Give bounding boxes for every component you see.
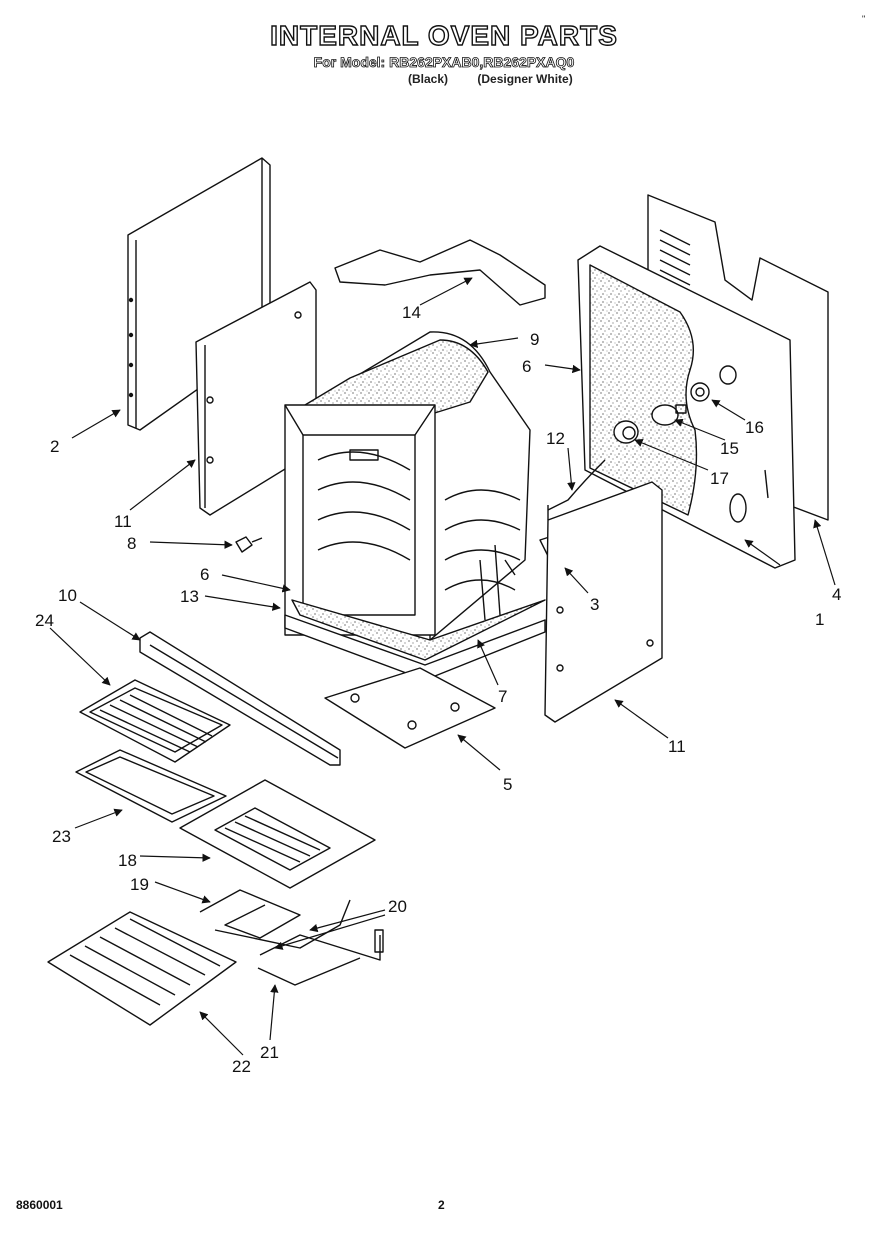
callout-8: 8 <box>127 534 136 553</box>
page-title: INTERNAL OVEN PARTS <box>269 19 618 51</box>
leader-3 <box>564 567 589 594</box>
leader-6a <box>544 364 581 374</box>
part-front-rail <box>139 631 341 766</box>
leader-10 <box>79 601 141 641</box>
part-top-duct <box>334 239 546 306</box>
model-subtitle: For Model: RB262PXAB0,RB262PXAQ0 <box>313 54 575 71</box>
part-screw <box>235 536 263 553</box>
leader-4 <box>813 519 836 586</box>
variant-designer-white: (Designer White) <box>477 72 573 86</box>
callout-1: 1 <box>815 610 824 629</box>
callout-23: 23 <box>52 827 71 846</box>
callout-14: 14 <box>402 303 421 322</box>
part-side-shield-right <box>544 481 663 723</box>
callout-24: 24 <box>35 611 54 630</box>
callout-5: 5 <box>503 775 512 794</box>
part-bottom-plate <box>324 667 496 749</box>
leader-19 <box>154 881 211 904</box>
callout-16: 16 <box>745 418 764 437</box>
part-broil-element <box>257 929 384 986</box>
callout-22: 22 <box>232 1057 251 1076</box>
part-bottom-tray <box>284 614 546 681</box>
leader-18 <box>139 853 211 862</box>
color-variants: (Black) (Designer White) <box>408 72 599 86</box>
leader-24 <box>49 627 111 686</box>
corner-mark: " <box>862 14 866 24</box>
callout-15: 15 <box>720 439 739 458</box>
leader-20b <box>274 914 386 950</box>
part-oven-rack <box>47 911 237 1026</box>
callout-6-rear: 6 <box>522 357 531 376</box>
callout-2: 2 <box>50 437 59 456</box>
page-number: 2 <box>438 1198 445 1212</box>
leader-11b <box>614 699 669 739</box>
callout-13: 13 <box>180 587 199 606</box>
callout-17: 17 <box>710 469 729 488</box>
callout-3: 3 <box>590 595 599 614</box>
leader-17 <box>634 438 709 471</box>
document-code: 8860001 <box>16 1198 63 1212</box>
leader-8 <box>149 540 233 549</box>
leader-14 <box>419 277 473 306</box>
leader-23 <box>74 808 123 829</box>
leader-6b <box>221 574 291 593</box>
leader-15 <box>674 418 726 441</box>
part-bake-element <box>199 889 351 949</box>
part-sensor <box>547 459 606 520</box>
leader-22 <box>199 1011 244 1056</box>
part-thermostat-bulb <box>479 544 516 621</box>
callout-6-bottom: 6 <box>200 565 209 584</box>
part-light-lens <box>613 420 639 444</box>
leader-16 <box>711 399 746 421</box>
callout-18: 18 <box>118 851 137 870</box>
callout-19: 19 <box>130 875 149 894</box>
callout-11-right: 11 <box>668 737 686 756</box>
callout-20: 20 <box>388 897 407 916</box>
leader-11a <box>129 459 196 511</box>
callout-10: 10 <box>58 586 77 605</box>
leader-13 <box>204 595 281 611</box>
callout-12: 12 <box>546 429 565 448</box>
part-light-bulb <box>651 404 687 426</box>
leader-7 <box>477 639 499 686</box>
part-broil-grid <box>79 679 231 763</box>
part-broil-pan <box>75 749 227 823</box>
leader-2 <box>71 409 121 439</box>
part-element-shield <box>179 779 376 889</box>
callout-11-left: 11 <box>114 512 132 531</box>
part-bottom-insulation <box>291 599 546 661</box>
leader-5 <box>457 734 501 771</box>
callout-21: 21 <box>260 1043 279 1062</box>
callout-7: 7 <box>498 687 507 706</box>
leader-21 <box>269 984 279 1041</box>
callout-4: 4 <box>832 585 841 604</box>
part-light-socket <box>690 382 710 402</box>
callout-9: 9 <box>530 330 539 349</box>
part-oven-cavity <box>284 331 531 641</box>
leader-1 <box>744 539 781 566</box>
leader-9 <box>469 337 519 349</box>
leader-12 <box>567 447 576 491</box>
variant-black: (Black) <box>408 72 449 86</box>
leader-20a <box>309 909 386 933</box>
